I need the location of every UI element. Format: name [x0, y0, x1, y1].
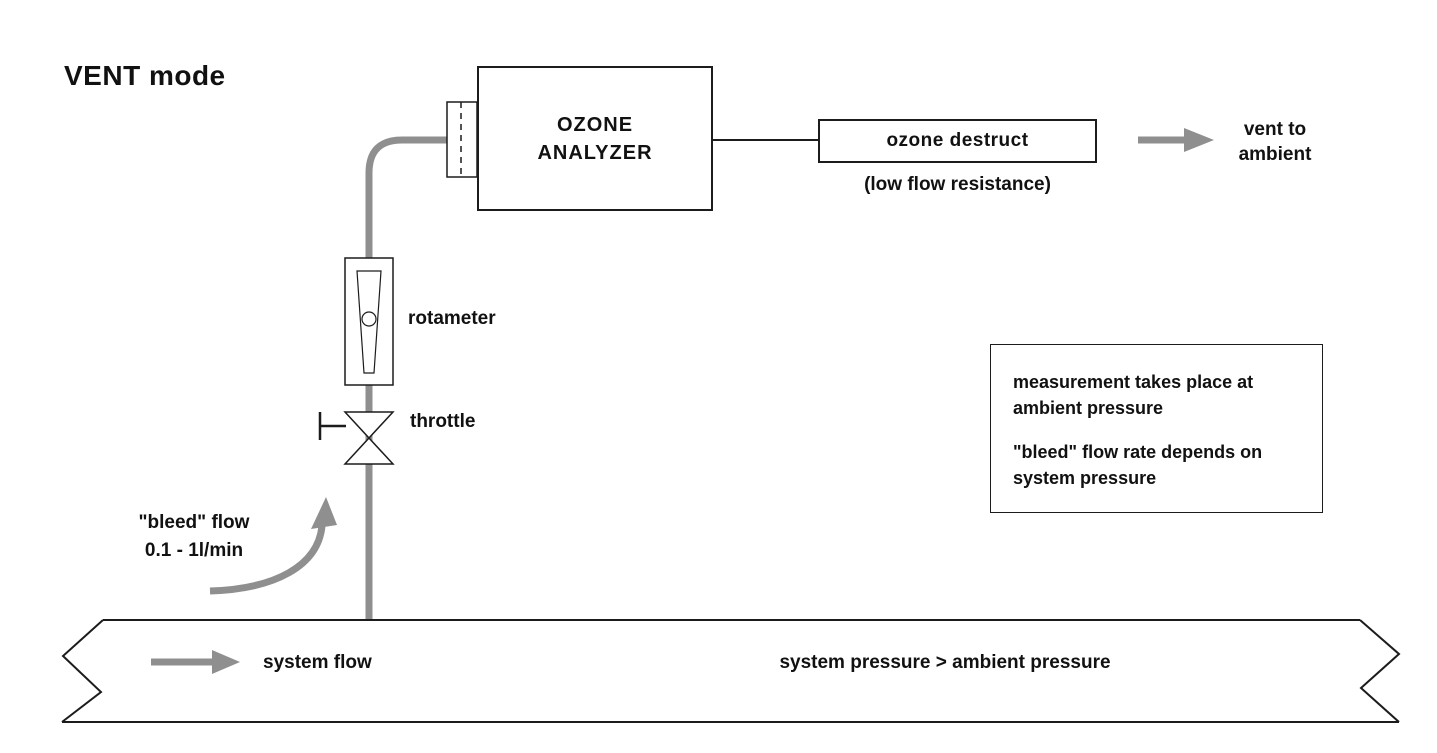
note-box-paragraph-2: "bleed" flow rate depends on system pres…	[1013, 442, 1263, 488]
ozone-destruct-box: ozone destruct	[818, 119, 1097, 163]
throttle-valve	[343, 411, 395, 465]
bleed-flow-label-line1: "bleed" flow	[138, 512, 250, 533]
analyzer-inlet-connector	[446, 101, 478, 178]
low-flow-resistance-note: (low flow resistance)	[864, 174, 1051, 195]
vent-label-line1: vent to	[1243, 119, 1307, 140]
system-flow-arrowhead	[212, 650, 240, 674]
ozone-analyzer-box: OZONE ANALYZER	[477, 66, 713, 211]
system-flow-label: system flow	[263, 652, 372, 673]
ozone-analyzer-label-line2: ANALYZER	[537, 141, 653, 164]
ozone-destruct-label: ozone destruct	[886, 130, 1029, 151]
pipe-break-right	[1359, 619, 1401, 723]
ozone-analyzer-label-line1: OZONE	[556, 113, 634, 136]
sample-pipe	[365, 136, 458, 621]
vent-arrowhead	[1184, 128, 1214, 152]
note-box: measurement takes place at ambient press…	[990, 344, 1323, 513]
rotameter-label: rotameter	[408, 308, 496, 329]
bleed-flow-label: "bleed" flow 0.1 - 1l/min	[110, 509, 278, 565]
vent-label-line2: ambient	[1238, 144, 1312, 165]
vent-to-ambient-label: vent to ambient	[1220, 117, 1330, 167]
note-box-paragraph-1: measurement takes place at ambient press…	[1013, 372, 1254, 418]
diagram-title: VENT mode	[64, 60, 226, 91]
throttle-label: throttle	[410, 411, 476, 432]
throttle-handle	[318, 412, 346, 440]
bleed-flow-arrowhead	[311, 497, 337, 529]
pipe-break-left	[61, 619, 104, 723]
bleed-flow-label-line2: 0.1 - 1l/min	[144, 540, 244, 561]
bleed-flow-arrow	[209, 525, 326, 595]
rotameter-float	[361, 311, 377, 327]
system-pressure-label: system pressure > ambient pressure	[779, 652, 1111, 673]
